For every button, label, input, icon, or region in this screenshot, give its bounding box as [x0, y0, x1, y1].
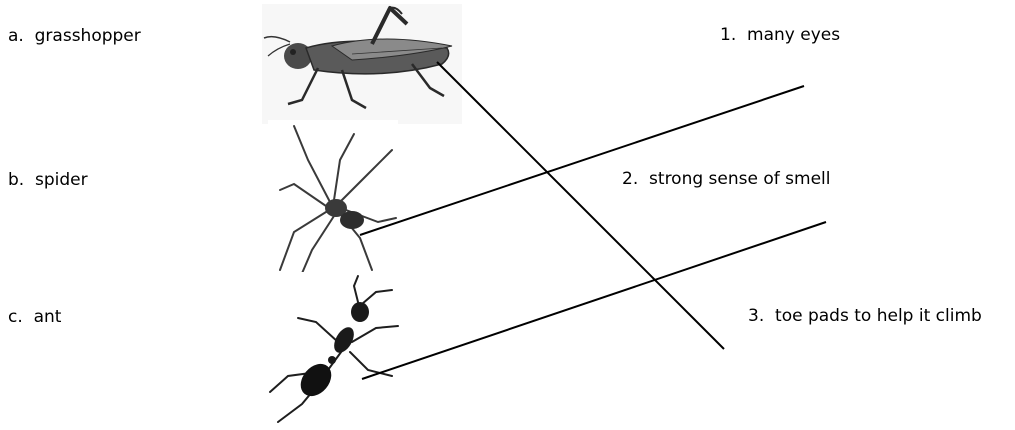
match-line-c-2 [361, 221, 827, 380]
right-item-2: 2. strong sense of smell [622, 169, 830, 189]
left-item-b: b. spider [8, 170, 88, 190]
left-item-label: ant [33, 307, 62, 327]
right-item-label: toe pads to help it climb [775, 306, 982, 326]
right-item-marker: 2. [622, 169, 639, 189]
right-item-1: 1. many eyes [720, 25, 840, 45]
right-item-label: many eyes [747, 25, 841, 45]
left-item-marker: c. [8, 307, 23, 327]
left-item-c: c. ant [8, 307, 61, 327]
right-item-3: 3. toe pads to help it climb [748, 306, 982, 326]
right-item-label: strong sense of smell [649, 169, 831, 189]
left-item-label: spider [35, 170, 88, 190]
grasshopper-icon [262, 4, 462, 124]
right-item-marker: 1. [720, 25, 737, 45]
left-item-marker: a. [8, 26, 24, 46]
match-line-a-3 [436, 61, 725, 350]
spider-icon [268, 120, 398, 280]
left-item-marker: b. [8, 170, 25, 190]
left-item-a: a. grasshopper [8, 26, 141, 46]
ant-icon [258, 272, 408, 430]
right-item-marker: 3. [748, 306, 765, 326]
left-item-label: grasshopper [34, 26, 141, 46]
